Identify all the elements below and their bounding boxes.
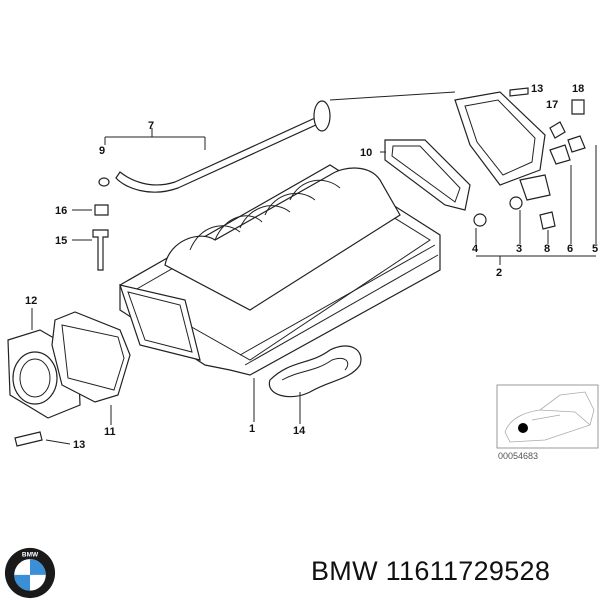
manifold-gasket [253,345,362,424]
throttle-housing [7,308,131,447]
location-marker [518,423,528,433]
intake-manifold [119,164,441,376]
callout-5: 5 [592,243,598,255]
logo-lettering: BMW [22,551,39,558]
valve-fittings [473,87,597,265]
part-number: BMW 11611729528 [311,556,551,586]
callout-8: 8 [544,243,550,255]
callout-labels: 1 2 3 4 5 6 7 8 9 10 11 12 13 13 14 15 1… [25,83,598,451]
thumbnail-code: 00054683 [498,451,538,461]
vehicle-location-thumbnail: 00054683 [496,384,599,461]
callout-4: 4 [472,243,479,255]
callout-13-top: 13 [531,83,543,95]
callout-16: 16 [55,205,67,217]
callout-15: 15 [55,235,67,247]
callout-9: 9 [99,145,105,157]
callout-10: 10 [360,147,372,159]
callout-13-bottom: 13 [73,439,85,451]
cover-gasket [380,139,471,211]
bmw-logo: BMW [4,547,56,599]
callout-2: 2 [496,267,502,279]
callout-1: 1 [249,423,255,435]
callout-3: 3 [516,243,522,255]
callout-14: 14 [293,425,306,437]
callout-18: 18 [572,83,584,95]
housing-cover [329,91,546,186]
callout-17: 17 [546,99,558,111]
bolt-and-grommet [72,204,109,271]
callout-6: 6 [567,243,573,255]
callout-11: 11 [104,426,116,438]
callout-12: 12 [25,295,37,307]
vent-pipe [98,100,331,193]
callout-7: 7 [148,120,154,132]
